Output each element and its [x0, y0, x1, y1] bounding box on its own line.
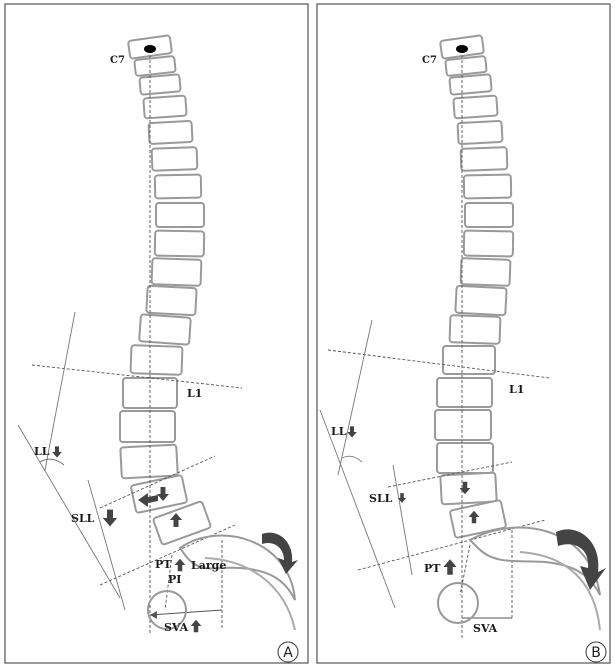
vertebra: [445, 56, 486, 76]
sva-label: SVA: [473, 622, 498, 635]
pelvic-rotation-arrow: [262, 533, 298, 574]
l1-endplate-line: [328, 350, 550, 378]
panel-b-reference-lines: [328, 55, 550, 640]
c7-label: C7: [110, 55, 125, 66]
sva-up-arrow: [191, 620, 202, 633]
c7-marker: [144, 45, 156, 53]
ll-label: LL: [331, 425, 347, 438]
vertebra: [120, 445, 178, 479]
vertebra: [156, 203, 204, 227]
l1-label: L1: [509, 383, 524, 396]
vertebra-l1: [131, 345, 183, 375]
vertebra-l5: [450, 500, 507, 538]
large-label: Large: [191, 559, 226, 572]
vertebra: [455, 286, 506, 316]
panel-a-letter: A: [283, 645, 293, 661]
ll-angle-arc: [342, 456, 362, 462]
vertebra: [152, 147, 198, 171]
vertebra: [139, 74, 180, 94]
l1-label: L1: [187, 387, 202, 400]
ll-tangent: [320, 410, 395, 608]
vertebra: [437, 378, 492, 407]
vertebra: [437, 443, 493, 473]
vertebra: [134, 56, 175, 76]
vertebra: [461, 147, 508, 171]
panel-a-labels: C7 L1 LL SLL PT Large PI SVA: [34, 55, 226, 634]
ll-label: LL: [34, 445, 50, 458]
panel-b-vertebrae: [435, 35, 513, 538]
vertebra: [458, 121, 503, 144]
ll-angle-arc: [40, 459, 64, 465]
ll-vertical: [338, 320, 372, 475]
sll-label: SLL: [71, 512, 95, 525]
vertebra: [449, 74, 491, 95]
ilium-curve: [520, 552, 600, 630]
panel-a-vertebrae: [120, 35, 211, 545]
vertebra: [435, 410, 491, 440]
panel-b: C7 L1 LL SLL PT SVA B: [317, 4, 610, 663]
c7-marker: [456, 45, 468, 53]
panel-b-letter: B: [591, 645, 601, 661]
vertebra: [120, 411, 175, 442]
sll-down-arrow: [103, 510, 117, 527]
vertebra: [453, 95, 497, 118]
pt-line: [460, 545, 470, 595]
pt-label: PT: [155, 558, 172, 571]
vertebra: [146, 286, 196, 316]
vertebra: [464, 231, 513, 257]
c7-label: C7: [422, 55, 437, 66]
pi-label: PI: [168, 573, 181, 586]
ll-down-arrow: [52, 446, 62, 457]
femoral-head: [438, 583, 478, 623]
pt-up-arrow: [175, 559, 186, 572]
vertebra: [139, 314, 191, 344]
vertebra: [155, 175, 201, 199]
ll-vertical: [45, 312, 75, 470]
sll-label: SLL: [369, 492, 393, 505]
vertebra: [465, 203, 513, 227]
vertebra: [461, 258, 511, 286]
panel-a: C7 L1 LL SLL PT Large PI SVA A: [5, 4, 308, 663]
vertebra: [450, 315, 501, 344]
vertebra: [149, 121, 193, 144]
vertebra: [464, 175, 511, 199]
vertebra: [152, 258, 202, 286]
sva-left-arrowhead: [150, 611, 157, 619]
vertebra: [155, 231, 204, 257]
sva-label: SVA: [164, 621, 189, 634]
pt-label: PT: [424, 562, 441, 575]
pt-up-arrow: [443, 559, 456, 574]
